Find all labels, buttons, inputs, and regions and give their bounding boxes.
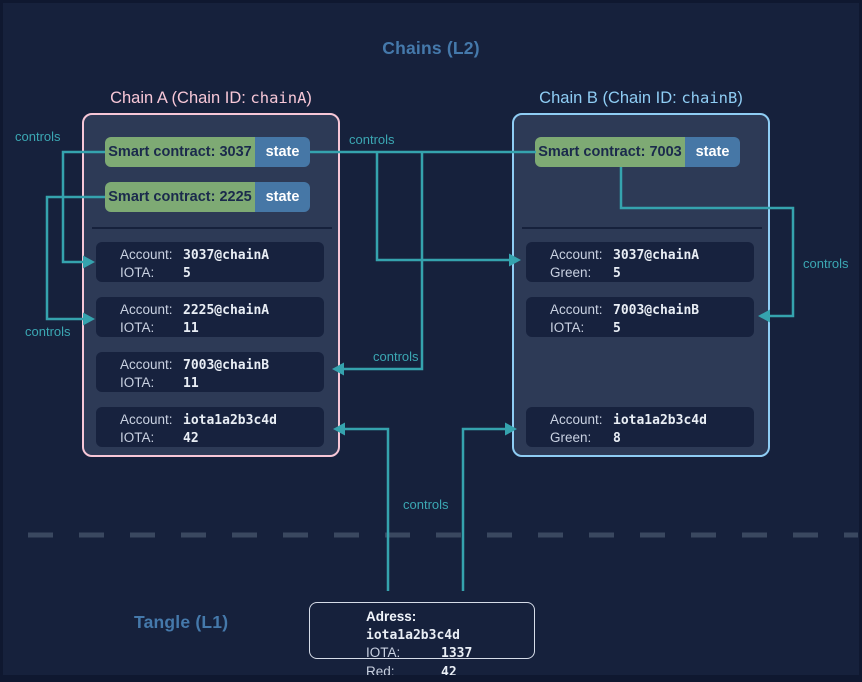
frame-edge (0, 0, 3, 682)
controls-line (343, 152, 424, 371)
account-node: Account: 2225@chainA IOTA: 11 (96, 297, 324, 337)
balance-label: IOTA: (120, 265, 155, 280)
chains-l2-heading: Chains (L2) (382, 38, 480, 58)
balance-value: 42 (183, 431, 199, 446)
address-value: iota1a2b3c4d (366, 627, 460, 643)
account-node: Account: 3037@chainA IOTA: 5 (96, 242, 324, 282)
account-value: 3037@chainA (183, 248, 270, 263)
arrow-right-icon (509, 253, 521, 267)
smart-contract-pill: Smart contract: 3037 state (105, 137, 310, 167)
controls-line (461, 427, 506, 591)
balance-label: Red: (366, 663, 395, 679)
account-label: Account: (120, 302, 173, 317)
balance-label: Green: (550, 430, 592, 445)
frame-edge (0, 675, 862, 682)
chain-a-title: Chain A (Chain ID: chainA) (82, 89, 340, 108)
address-label: Adress: (366, 609, 417, 624)
chain-a-box: Smart contract: 3037 state Smart contrac… (82, 113, 340, 457)
divider (92, 227, 332, 229)
controls-line (344, 427, 390, 591)
account-label: Account: (120, 357, 173, 372)
account-node: Account: iota1a2b3c4d Green: 8 (526, 407, 754, 447)
balance-label: IOTA: (366, 645, 401, 660)
smart-contract-pill: Smart contract: 7003 state (535, 137, 740, 167)
chain-b-title-prefix: Chain B (Chain ID: (539, 89, 682, 107)
controls-label: controls (373, 349, 419, 364)
account-value: 3037@chainA (613, 248, 700, 263)
frame-edge (859, 0, 862, 682)
controls-label: controls (349, 132, 395, 147)
account-label: Account: (120, 412, 173, 427)
balance-value: 8 (613, 431, 621, 446)
account-label: Account: (550, 302, 603, 317)
controls-line (45, 195, 105, 321)
arrow-right-icon (83, 312, 95, 326)
chain-b-id-code: chainB (681, 89, 738, 107)
state-badge: state (255, 137, 310, 167)
account-label: Account: (550, 247, 603, 262)
chain-a-title-prefix: Chain A (Chain ID: (110, 89, 251, 107)
frame-edge (0, 0, 862, 3)
arrow-left-icon (332, 362, 344, 376)
arrow-right-icon (83, 255, 95, 269)
smart-contract-label: Smart contract: 2225 (105, 182, 255, 212)
account-label: Account: (120, 247, 173, 262)
balance-label: IOTA: (120, 320, 155, 335)
account-node: Account: 7003@chainB IOTA: 11 (96, 352, 324, 392)
l1-address-node: Adress:iota1a2b3c4d IOTA:1337 Red:42 (309, 602, 535, 680)
account-node: Account: iota1a2b3c4d IOTA: 42 (96, 407, 324, 447)
state-badge: state (255, 182, 310, 212)
account-value: 7003@chainB (183, 358, 270, 373)
balance-value: 1337 (441, 646, 473, 661)
arrow-left-icon (333, 422, 345, 436)
balance-label: IOTA: (120, 375, 155, 390)
smart-contract-label: Smart contract: 3037 (105, 137, 255, 167)
arrow-right-icon (505, 422, 517, 436)
balance-value: 5 (613, 266, 621, 281)
controls-line (619, 167, 795, 318)
divider (522, 227, 762, 229)
balance-value: 5 (183, 266, 191, 281)
controls-line (61, 150, 105, 264)
account-label: Account: (550, 412, 603, 427)
chain-b-title: Chain B (Chain ID: chainB) (512, 89, 770, 108)
account-node: Account: 7003@chainB IOTA: 5 (526, 297, 754, 337)
account-value: iota1a2b3c4d (613, 413, 707, 428)
controls-label: controls (15, 129, 61, 144)
controls-label: controls (403, 497, 449, 512)
account-node: Account: 3037@chainA Green: 5 (526, 242, 754, 282)
balance-value: 11 (183, 321, 199, 336)
balance-label: IOTA: (550, 320, 585, 335)
smart-contract-label: Smart contract: 7003 (535, 137, 685, 167)
state-badge: state (685, 137, 740, 167)
tangle-l1-heading: Tangle (L1) (134, 612, 229, 632)
balance-label: IOTA: (120, 430, 155, 445)
balance-value: 5 (613, 321, 621, 336)
controls-label: controls (803, 256, 849, 271)
arrow-left-icon (758, 309, 770, 323)
chain-b-box: Smart contract: 7003 state Account: 3037@… (512, 113, 770, 457)
account-value: 7003@chainB (613, 303, 700, 318)
balance-value: 11 (183, 376, 199, 391)
chain-a-title-suffix: ) (306, 89, 312, 107)
smart-contract-pill: Smart contract: 2225 state (105, 182, 310, 212)
controls-label: controls (25, 324, 71, 339)
chain-a-id-code: chainA (250, 89, 307, 107)
account-value: 2225@chainA (183, 303, 270, 318)
controls-line (375, 152, 510, 262)
account-value: iota1a2b3c4d (183, 413, 277, 428)
balance-label: Green: (550, 265, 592, 280)
chain-b-title-suffix: ) (737, 89, 743, 107)
